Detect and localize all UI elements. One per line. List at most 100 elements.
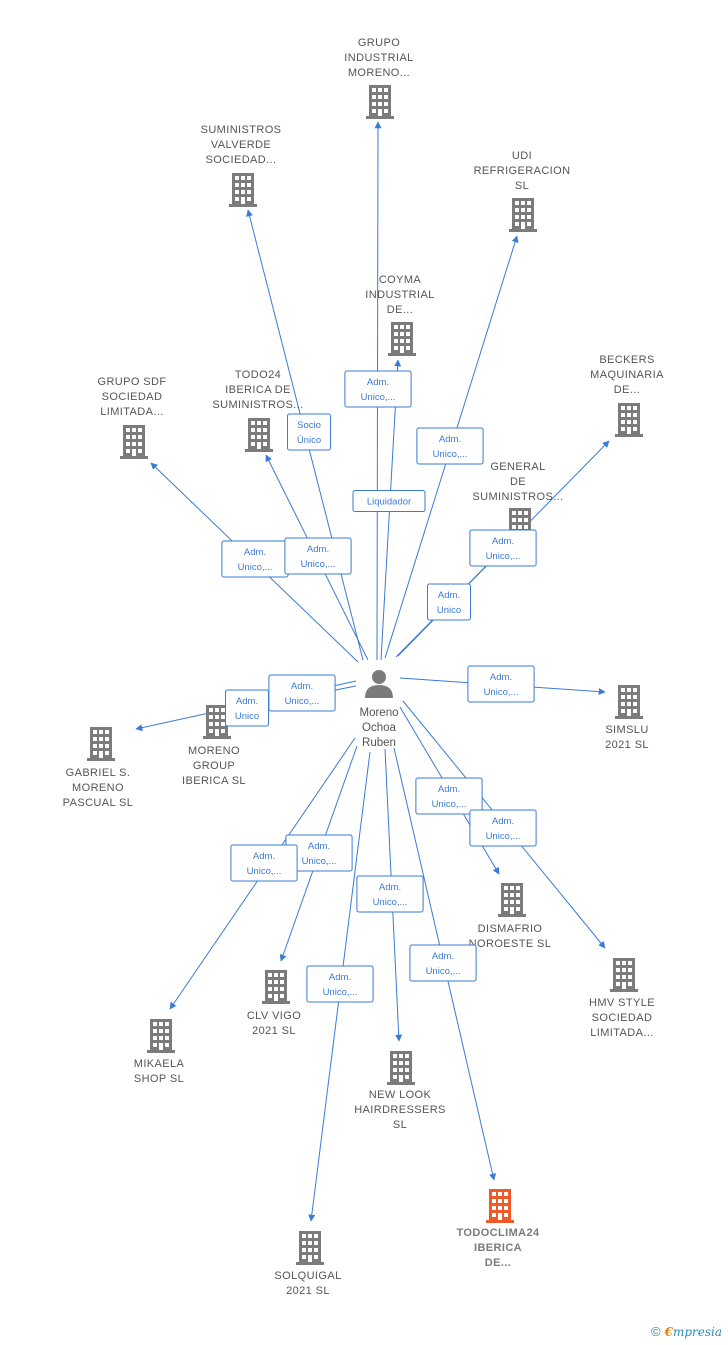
edge-label-text: Adm.	[379, 882, 401, 893]
edge-label-box	[467, 665, 535, 703]
node-beckers-maquinaria[interactable]: BECKERSMAQUINARIADE...	[590, 354, 664, 437]
node-label: MIKAELA	[134, 1058, 185, 1070]
edge-label-new-look-hairdressers[interactable]: Adm. Unico,...	[356, 875, 424, 913]
node-label: GRUPO	[358, 37, 400, 49]
edge-label-text: Adm.	[291, 681, 313, 692]
node-label: INDUSTRIAL	[365, 289, 434, 301]
edge-label-box	[306, 965, 374, 1003]
node-todoclima24-iberica[interactable]: TODOCLIMA24IBERICADE...	[456, 1189, 540, 1269]
edge-label-text: Unico,...	[301, 559, 336, 570]
node-general-suministros[interactable]: GENERALDESUMINISTROS...	[472, 461, 563, 542]
edge-label-text: Unico,...	[247, 866, 282, 877]
node-label: VALVERDE	[211, 139, 271, 151]
edge-label-text: Adm.	[432, 951, 454, 962]
edge-label-clv-vigo-2021[interactable]: Adm.Unico,...	[285, 834, 353, 872]
node-label: SHOP SL	[134, 1073, 184, 1085]
edge-label-moreno-group-iberica[interactable]: Adm.Unico	[225, 689, 269, 727]
node-label: COYMA	[379, 274, 422, 286]
edge-label-udi-refrigeracion[interactable]: Adm.Unico,...	[416, 427, 484, 465]
edge-label-text: Adm.	[308, 841, 330, 852]
edge-label-dismafrio-noroeste[interactable]: Adm.Unico,...	[415, 777, 483, 815]
node-label: NEW LOOK	[369, 1089, 432, 1101]
building-icon	[245, 418, 273, 452]
edge-label-coyma-industrial[interactable]: Adm.Unico,...	[344, 370, 412, 408]
node-label: PASCUAL SL	[63, 797, 134, 809]
brand-name: mpresia	[672, 1325, 722, 1339]
node-label: MORENO	[188, 745, 240, 757]
building-icon	[509, 198, 537, 232]
node-label: SOCIEDAD	[102, 391, 163, 403]
node-label: HMV STYLE	[589, 997, 655, 1009]
node-label: SL	[515, 180, 529, 192]
node-suministros-valverde[interactable]: SUMINISTROSVALVERDESOCIEDAD...	[201, 124, 282, 207]
edge-label-text: Adm.	[307, 544, 329, 555]
node-coyma-industrial[interactable]: COYMAINDUSTRIALDE...	[365, 274, 434, 356]
edge-label-hmv-style[interactable]: Adm.Unico,...	[469, 809, 537, 847]
edge-label-gabriel-moreno-pascual[interactable]: Adm.Unico,...	[268, 674, 336, 712]
node-label: MAQUINARIA	[590, 369, 664, 381]
node-moreno-group-iberica[interactable]: MORENO GROUP IBERICA SL	[182, 705, 246, 787]
edge-label-todo24-iberica[interactable]: Adm. Unico,...	[284, 537, 352, 575]
node-grupo-sdf[interactable]: GRUPO SDFSOCIEDADLIMITADA...	[98, 376, 167, 459]
node-label: HAIRDRESSERS	[354, 1104, 446, 1116]
node-label: IBERICA DE	[225, 384, 291, 396]
building-icon	[87, 727, 115, 761]
edge-label-text: Unico,...	[238, 562, 273, 573]
edge-label-general-suministros[interactable]: Adm.Unico	[427, 583, 471, 621]
node-label: 2021 SL	[252, 1025, 296, 1037]
node-hmv-style[interactable]: HMV STYLESOCIEDADLIMITADA...	[589, 958, 655, 1039]
node-grupo-industrial-moreno[interactable]: GRUPOINDUSTRIALMORENO...	[344, 37, 413, 119]
edge-label-todoclima24-iberica[interactable]: Adm. Unico,...	[409, 944, 477, 982]
node-label: GROUP	[193, 760, 235, 772]
edge-label-liquidador[interactable]: Liquidador	[352, 490, 426, 512]
node-label: SUMINISTROS...	[472, 491, 563, 503]
building-icon	[366, 85, 394, 119]
edge-label-box	[225, 689, 269, 727]
edge-label-grupo-sdf[interactable]: Adm.Unico,...	[221, 540, 289, 578]
edge-label-text: Liquidador	[367, 497, 411, 508]
node-label: TODO24	[235, 369, 281, 381]
brand-logo-e: €	[664, 1325, 673, 1339]
edge-label-text: Unico,...	[426, 966, 461, 977]
node-label: 2021 SL	[286, 1285, 330, 1297]
edge-label-box	[284, 537, 352, 575]
node-label: GABRIEL S.	[66, 767, 131, 779]
node-label: REFRIGERACION	[474, 165, 571, 177]
center-name-line: Ochoa	[362, 722, 396, 734]
edge-label-text: Unico	[235, 711, 259, 722]
node-label: SOCIEDAD...	[205, 154, 276, 166]
edge-label-box	[427, 583, 471, 621]
building-icon	[262, 970, 290, 1004]
building-icon	[615, 403, 643, 437]
building-icon	[498, 883, 526, 917]
edge-label-text: Unico,...	[373, 897, 408, 908]
node-mikaela-shop[interactable]: MIKAELA SHOP SL	[134, 1019, 185, 1085]
building-icon	[296, 1231, 324, 1265]
edge-label-simslu-2021[interactable]: Adm.Unico,...	[467, 665, 535, 703]
edge-label-mikaela-shop[interactable]: Adm.Unico,...	[230, 844, 298, 882]
edge-label-text: Adm.	[367, 377, 389, 388]
node-label: GENERAL	[490, 461, 545, 473]
edge-label-text: Unico,...	[433, 449, 468, 460]
edges-layer	[135, 121, 610, 1222]
node-label: TODOCLIMA24	[456, 1227, 540, 1239]
node-label: NOROESTE SL	[469, 938, 552, 950]
copyright-icon: ©	[650, 1324, 661, 1339]
node-label: INDUSTRIAL	[344, 52, 413, 64]
edge-label-beckers-maquinaria[interactable]: Adm.Unico,...	[469, 529, 537, 567]
edge-label-text: Unico,...	[486, 551, 521, 562]
node-label: IBERICA SL	[182, 775, 246, 787]
edge-label-box	[469, 529, 537, 567]
node-label: 2021 SL	[605, 739, 649, 751]
edge-label-solquigal-2021[interactable]: Adm.Unico,...	[306, 965, 374, 1003]
